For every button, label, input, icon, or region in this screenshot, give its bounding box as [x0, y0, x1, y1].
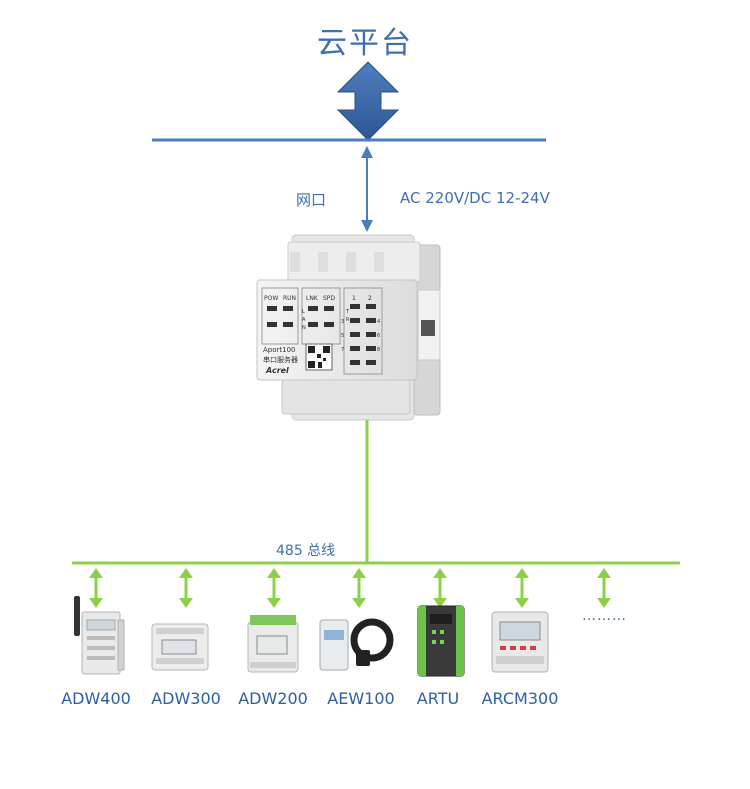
port-label-3: 3	[341, 319, 344, 325]
device-label-adw300: ADW300	[151, 689, 221, 708]
led-label-run: RUN	[283, 295, 296, 302]
mid-letter-a: A	[302, 317, 306, 323]
device-label-adw400: ADW400	[61, 689, 131, 708]
device-label-aew100: AEW100	[327, 689, 395, 708]
port-label-8: 8	[377, 347, 380, 353]
device-label-artu: ARTU	[416, 689, 460, 708]
port-label-6: 6	[377, 333, 380, 339]
bus-drop-arrow	[352, 568, 366, 608]
network-port-label: 网口	[296, 191, 327, 209]
device-adw200-image	[247, 615, 299, 673]
gateway-model-text: Aport100	[263, 346, 296, 354]
mid-letter-n: N	[302, 325, 306, 331]
device-label-arcm300: ARCM300	[481, 689, 559, 708]
device-artu-image	[417, 605, 465, 677]
right-letter-r: R	[346, 317, 350, 323]
uplink-arrow	[361, 146, 373, 232]
led-label-spd: SPD	[323, 295, 335, 302]
led-label-lnk: LNK	[306, 295, 319, 302]
gateway-brand-text: Acrel	[265, 366, 289, 375]
power-supply-label: AC 220V/DC 12-24V	[400, 189, 550, 207]
right-letter-t: T	[345, 309, 350, 315]
bus-drop-arrow	[267, 568, 281, 608]
bus-drop-arrows	[89, 568, 611, 608]
bus-drop-arrow	[89, 568, 103, 608]
gateway-name-text: 串口服务器	[263, 355, 298, 364]
bus-drop-arrow	[515, 568, 529, 608]
rs485-bus-label: 485 总线	[276, 543, 336, 559]
device-arcm300-image	[491, 611, 549, 673]
gateway-qr-code	[305, 343, 333, 371]
led-label-pow: POW	[264, 295, 278, 302]
bus-drop-arrow	[433, 568, 447, 608]
port-label-7: 7	[341, 347, 344, 353]
port-label-4: 4	[377, 319, 380, 325]
device-label-adw200: ADW200	[238, 689, 308, 708]
cloud-platform-title: 云平台	[317, 26, 413, 61]
device-adw400-image	[74, 596, 125, 675]
more-devices-ellipsis: ………	[582, 608, 627, 624]
gateway-device	[256, 234, 441, 421]
port-label-2: 2	[368, 295, 372, 302]
bus-drop-arrow	[179, 568, 193, 608]
mid-letter-l: L	[302, 309, 305, 315]
cloud-double-arrow	[336, 61, 400, 141]
port-label-1: 1	[352, 295, 356, 302]
port-label-5: 5	[341, 333, 344, 339]
device-adw300-image	[151, 623, 209, 671]
bus-drop-arrow	[597, 568, 611, 608]
device-aew100-image	[319, 618, 394, 671]
